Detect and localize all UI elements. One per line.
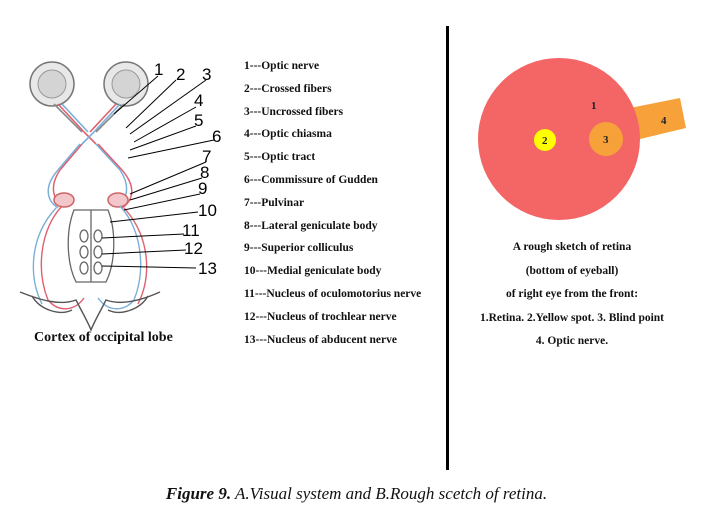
legend-item: 4---Optic chiasma (244, 128, 332, 141)
callout-7: 7 (202, 147, 211, 166)
figure-caption-prefix: Figure 9. (165, 484, 232, 503)
retina-label-4: 4 (661, 115, 667, 127)
visual-system-drawing: 1 2 3 4 5 6 7 8 9 10 11 12 13 (19, 60, 221, 332)
callout-6: 6 (212, 127, 221, 146)
retina-circle (478, 58, 640, 220)
optic-nerves (53, 103, 125, 133)
brain-stem (67, 209, 115, 283)
callout-12: 12 (184, 239, 203, 258)
retina-caption-line: 4. Optic nerve. (535, 335, 609, 347)
figure-caption-text: A.Visual system and B.Rough scetch of re… (231, 484, 548, 503)
retina-caption-line: A rough sketch of retina (512, 241, 632, 253)
retina-caption-line: 1.Retina. 2.Yellow spot. 3. Blind point (479, 311, 665, 324)
callout-1: 1 (154, 60, 163, 79)
figure-caption: Figure 9. A.Visual system and B.Rough sc… (0, 484, 713, 504)
legend-list: 1---Optic nerve 2---Crossed fibers 3---U… (244, 60, 421, 356)
yellow-spot (534, 129, 556, 151)
retina-label-1: 1 (591, 100, 597, 112)
right-eyeball (103, 61, 149, 107)
callout-5: 5 (194, 111, 203, 130)
occipital-cortex (19, 291, 161, 332)
legend-item: 6---Commissure of Gudden (244, 173, 378, 186)
retina-caption: A rough sketch of retina (bottom of eyeb… (452, 236, 692, 354)
optic-radiations (32, 205, 148, 310)
legend-item: 5---Optic tract (244, 151, 316, 164)
retina-caption-line: (bottom of eyeball) (525, 264, 619, 277)
blind-point (589, 122, 623, 156)
retina-sketch: 1 2 3 4 (478, 58, 686, 220)
legend-item: 2---Crossed fibers (244, 82, 332, 95)
retina-label-2: 2 (542, 135, 548, 147)
legend-item: 1---Optic nerve (244, 60, 320, 72)
callout-10: 10 (198, 201, 217, 220)
legend-item: 8---Lateral geniculate body (244, 219, 378, 232)
cortex-label: Cortex of occipital lobe (34, 330, 173, 345)
legend-item: 13---Nucleus of abducent nerve (244, 333, 397, 346)
callout-11: 11 (182, 221, 200, 240)
callout-3: 3 (202, 65, 211, 84)
callout-13: 13 (198, 259, 217, 278)
retina-label-3: 3 (603, 134, 609, 146)
legend-item: 9---Superior colliculus (244, 242, 354, 255)
callout-2: 2 (176, 65, 185, 84)
retina-caption-line: of right eye from the front: (505, 288, 639, 300)
legend-item: 11---Nucleus of oculomotorius nerve (244, 287, 422, 300)
legend-item: 7---Pulvinar (244, 196, 305, 209)
optic-chiasma (57, 131, 123, 171)
legend-item: 12---Nucleus of trochlear nerve (244, 310, 397, 323)
optic-tracts (47, 169, 133, 209)
callout-8: 8 (200, 163, 209, 182)
callout-4: 4 (194, 91, 203, 110)
panel-divider (446, 26, 449, 470)
callout-numbers: 1 2 3 4 5 6 7 8 9 10 11 12 13 (154, 60, 221, 278)
legend-item: 10---Medial geniculate body (244, 265, 382, 278)
legend-item: 3---Uncrossed fibers (244, 105, 344, 118)
callout-leader-lines (101, 75, 215, 269)
left-eyeball (29, 61, 75, 107)
optic-nerve-shape (630, 98, 686, 140)
callout-9: 9 (198, 179, 207, 198)
